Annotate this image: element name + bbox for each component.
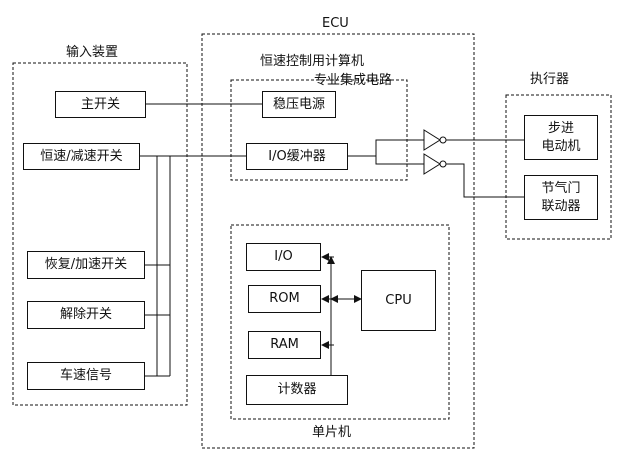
driver-1-symbol [423, 129, 441, 151]
regulator-label: 稳压电源 [272, 96, 325, 112]
counter-label: 计数器 [277, 382, 317, 398]
ecu-title: ECU [322, 16, 349, 31]
resume-accel-switch-label: 恢复/加速开关 [44, 257, 128, 273]
driver-2-bubble [439, 160, 447, 168]
cancel-switch-label: 解除开关 [59, 307, 112, 323]
rom-label: ROM [269, 291, 300, 307]
ram-label: RAM [270, 337, 299, 353]
counter-box: 计数器 [246, 375, 348, 405]
driver-2-symbol [423, 153, 441, 175]
wire-driver-2-in [375, 156, 424, 165]
actuator-frame [505, 94, 612, 240]
wire-driver-1-in [375, 139, 424, 156]
speed-signal-box: 车速信号 [27, 362, 145, 390]
mcu-title: 单片机 [312, 425, 352, 440]
cruise-computer-title: 恒速控制用计算机 [260, 54, 365, 69]
main-switch-box: 主开关 [55, 91, 146, 118]
asic-title: 专业集成电路 [314, 73, 393, 88]
ecu-frame [201, 33, 475, 449]
ram-box: RAM [248, 331, 321, 359]
input-device-frame [12, 62, 188, 406]
input-device-title: 输入装置 [66, 45, 119, 60]
set-coast-switch-box: 恒速/减速开关 [23, 143, 140, 170]
io-buffer-box: I/O缓冲器 [246, 143, 348, 170]
cpu-box: CPU [361, 270, 436, 331]
regulator-box: 稳压电源 [262, 91, 336, 118]
mcu-frame [230, 224, 450, 420]
resume-accel-switch-box: 恢复/加速开关 [27, 251, 145, 279]
speed-signal-label: 车速信号 [59, 368, 112, 384]
throttle-linkage-label: 节气门 联动器 [541, 180, 581, 214]
rom-box: ROM [248, 285, 321, 313]
cpu-label: CPU [385, 292, 412, 308]
stepper-motor-label: 步进 电动机 [541, 120, 581, 154]
throttle-linkage-box: 节气门 联动器 [524, 175, 598, 220]
io-buffer-label: I/O缓冲器 [268, 148, 326, 164]
actuator-title: 执行器 [530, 72, 570, 87]
set-coast-switch-label: 恒速/减速开关 [40, 148, 123, 164]
io-box: I/O [246, 243, 321, 271]
wire-to-throttle [446, 163, 524, 198]
stepper-motor-box: 步进 电动机 [524, 115, 598, 160]
asic-frame [230, 79, 408, 181]
main-switch-label: 主开关 [80, 96, 120, 112]
driver-1-bubble [439, 136, 447, 144]
io-label: I/O [274, 249, 293, 265]
cancel-switch-box: 解除开关 [27, 301, 145, 329]
